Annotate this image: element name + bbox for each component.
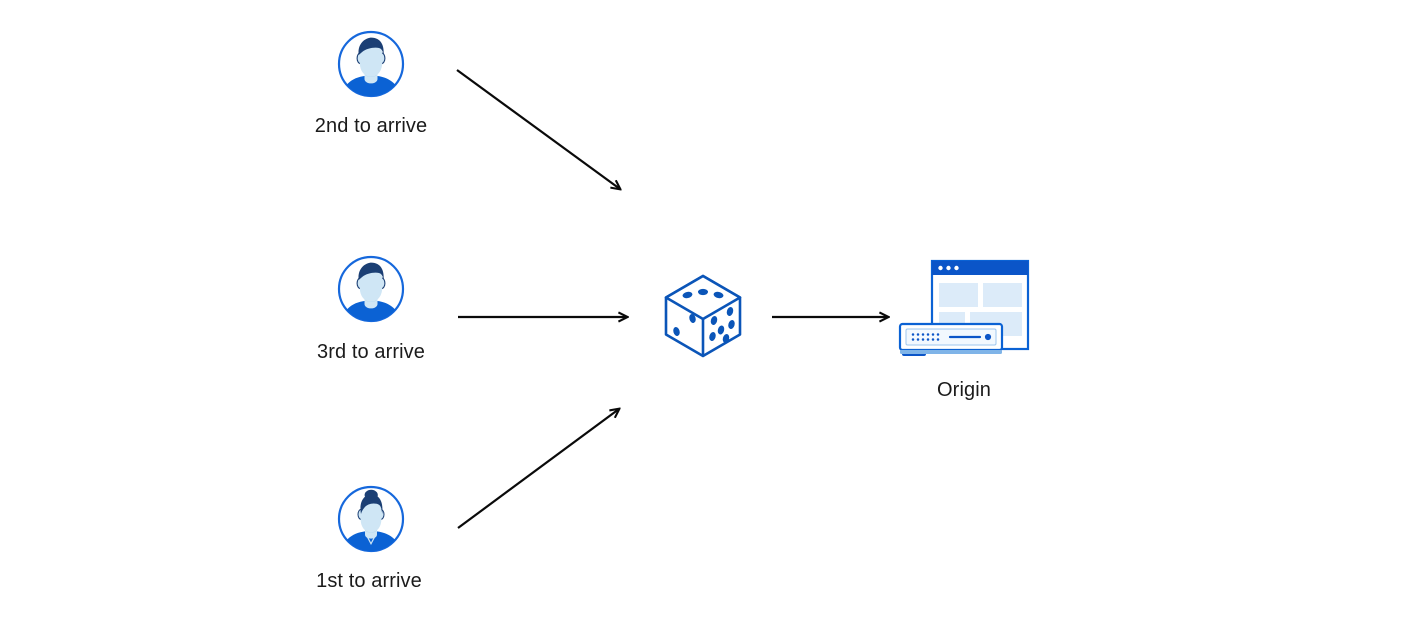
node-visitor-3rd[interactable] <box>336 254 406 324</box>
label-origin: Origin <box>937 379 991 401</box>
arrow-2nd-to-dice <box>456 69 620 189</box>
node-visitor-1st[interactable] <box>336 484 406 554</box>
origin-server-icon <box>898 259 1030 356</box>
user-avatar-male-icon <box>337 255 405 323</box>
arrow-1st-to-dice <box>457 409 619 529</box>
label-visitor-3rd: 3rd to arrive <box>316 341 426 363</box>
dice-icon <box>664 274 742 358</box>
label-visitor-1st: 1st to arrive <box>316 570 422 592</box>
user-avatar-male-icon <box>337 30 405 98</box>
node-visitor-2nd[interactable] <box>336 29 406 99</box>
node-randomizer[interactable] <box>662 274 744 358</box>
label-visitor-2nd: 2nd to arrive <box>314 115 428 137</box>
server-device-icon <box>898 322 1004 356</box>
user-avatar-female-icon <box>337 485 405 553</box>
node-origin[interactable] <box>895 256 1035 366</box>
